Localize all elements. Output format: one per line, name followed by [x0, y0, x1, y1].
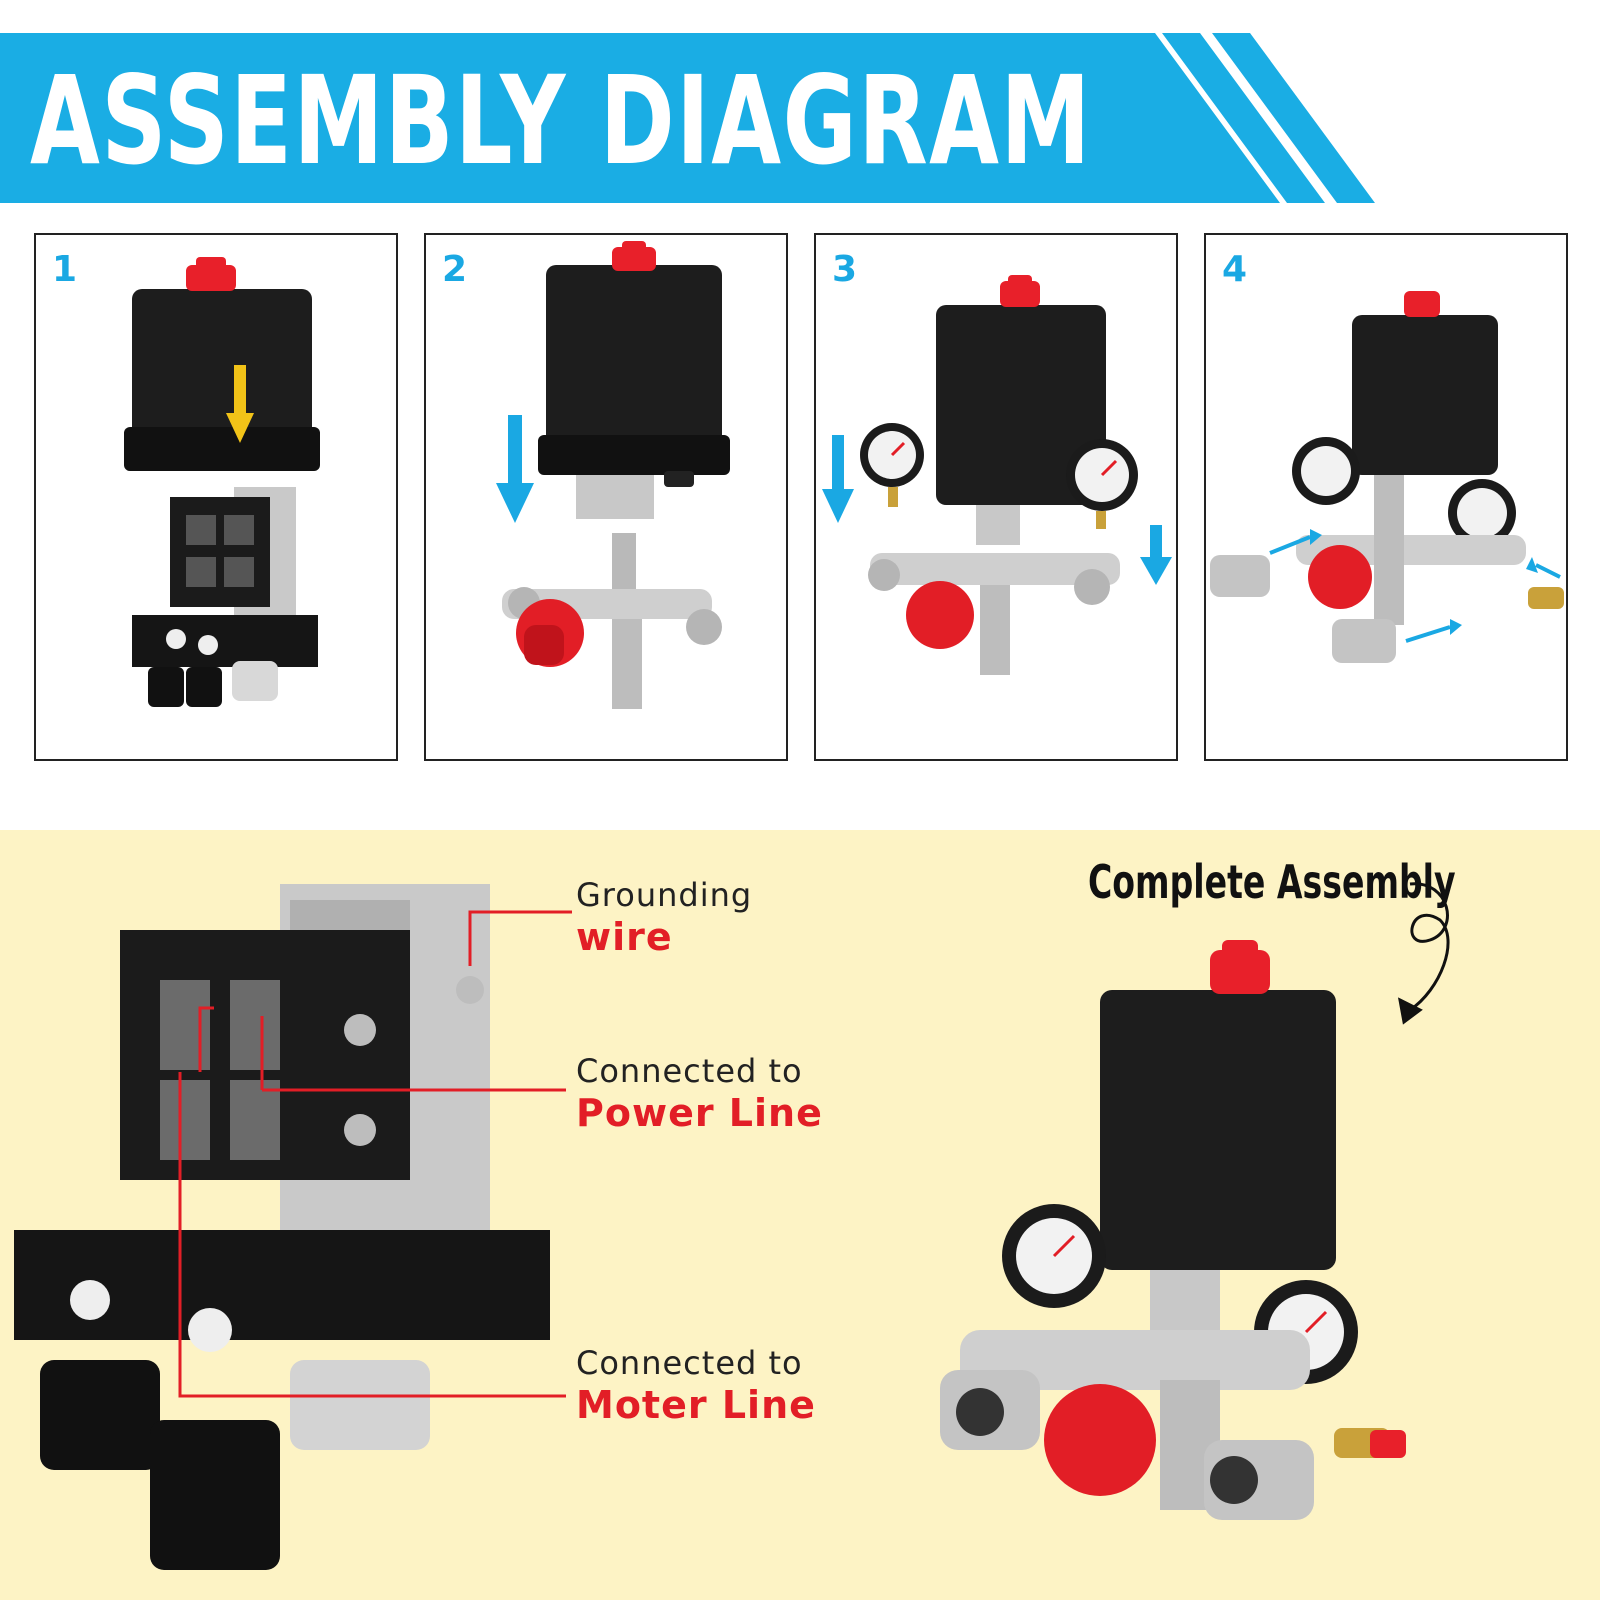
callout-highlight: wire [576, 915, 673, 959]
pressure-switch-illustration [14, 884, 550, 1570]
step-1-illustration [124, 257, 320, 707]
callout-label: Connected to [576, 1344, 803, 1382]
header-banner [0, 33, 1375, 203]
page-title: ASSEMBLY DIAGRAM [30, 50, 1092, 192]
step-number: 3 [832, 249, 858, 290]
step-number: 2 [442, 249, 468, 290]
callout-lines [178, 910, 572, 1398]
step-number: 1 [52, 249, 78, 290]
step-panel-4: 4 [1204, 233, 1568, 761]
step-panel-2: 2 [424, 233, 788, 761]
step-3-illustration [822, 275, 1172, 675]
step-panel-1: 1 [34, 233, 398, 761]
complete-assembly-illustration [940, 940, 1406, 1520]
power-callout: Connected to Power Line [576, 1052, 823, 1136]
callout-label: Connected to [576, 1052, 803, 1090]
callout-highlight: Power Line [576, 1091, 823, 1135]
curly-arrow-icon [1397, 882, 1450, 1025]
step-2-illustration [496, 241, 730, 709]
grounding-callout: Grounding wire [576, 876, 752, 960]
motor-callout: Connected to Moter Line [576, 1344, 816, 1428]
step-number: 4 [1222, 249, 1248, 290]
step-panel-3: 3 [814, 233, 1178, 761]
step-4-illustration [1210, 291, 1564, 663]
callout-label: Grounding [576, 876, 753, 914]
complete-assembly-label: Complete Assembly [1088, 855, 1456, 909]
callout-highlight: Moter Line [576, 1383, 816, 1427]
